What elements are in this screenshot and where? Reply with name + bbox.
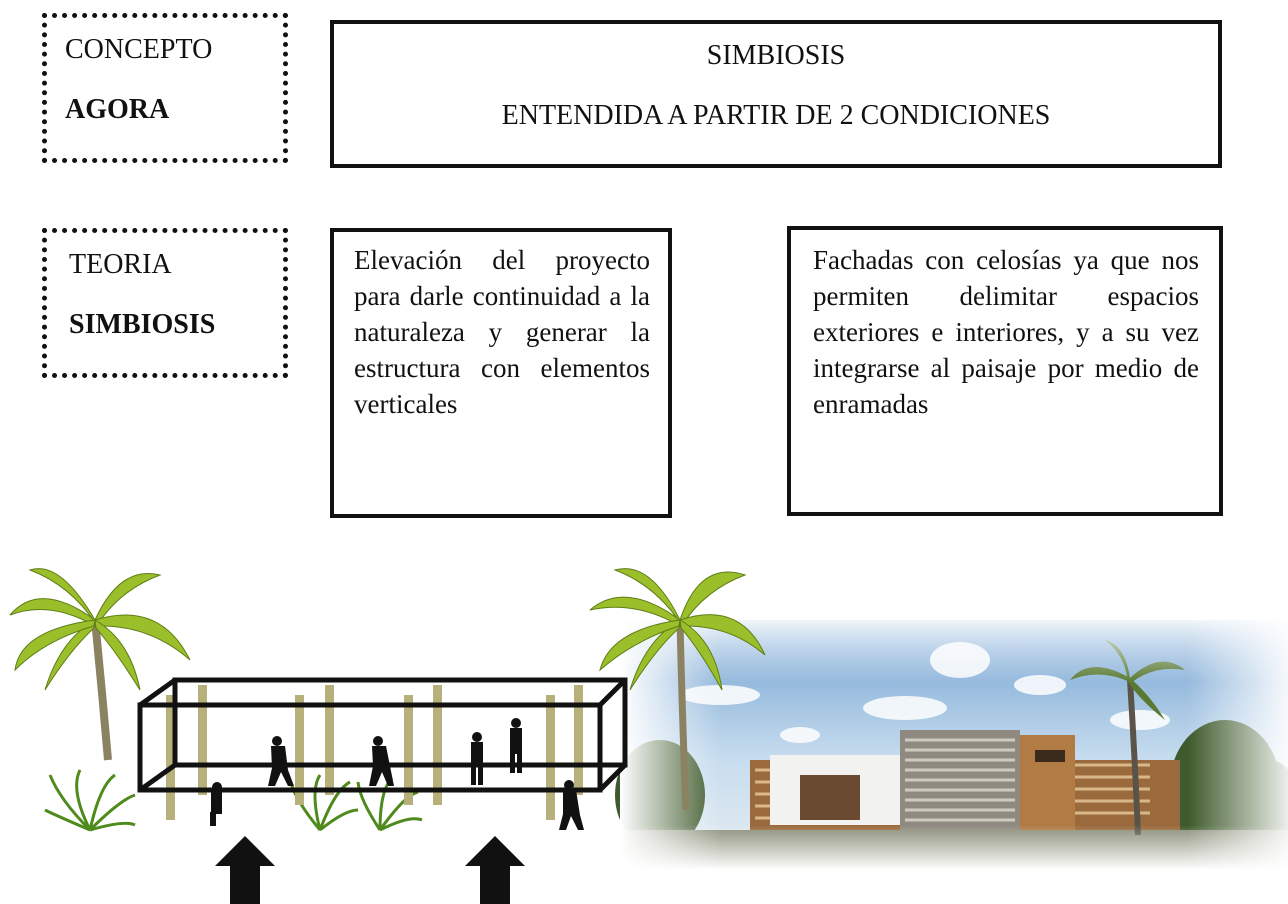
theory-value: SIMBIOSIS [69,309,216,340]
theory-box: TEORIA SIMBIOSIS [42,228,288,378]
concept-label: CONCEPTO [65,34,213,65]
concept-value: AGORA [65,94,170,125]
header-box: SIMBIOSIS ENTENDIDA A PARTIR DE 2 CONDIC… [330,20,1222,168]
concept-box: CONCEPTO AGORA [42,13,288,163]
people-silhouettes [210,718,584,830]
condition-box-1: Elevación del proyecto para darle contin… [330,228,672,518]
palm-tree-left [9,568,191,761]
condition-box-2: Fachadas con celosías ya que nos permite… [787,226,1223,516]
theory-label: TEORIA [69,249,172,280]
header-title: SIMBIOSIS [706,40,846,71]
project-illustration [9,568,1288,904]
condition-text-2: Fachadas con celosías ya que nos permite… [813,245,1199,419]
fern-plants [44,769,423,832]
columns [166,685,583,820]
building-render [615,620,1288,870]
elevated-frame [137,677,628,793]
header-subtitle: ENTENDIDA A PARTIR DE 2 CONDICIONES [501,100,1051,131]
palm-tree-right [589,568,766,811]
up-arrows [215,836,525,904]
condition-text-1: Elevación del proyecto para darle contin… [354,245,650,419]
elevation-diagram [9,568,766,904]
